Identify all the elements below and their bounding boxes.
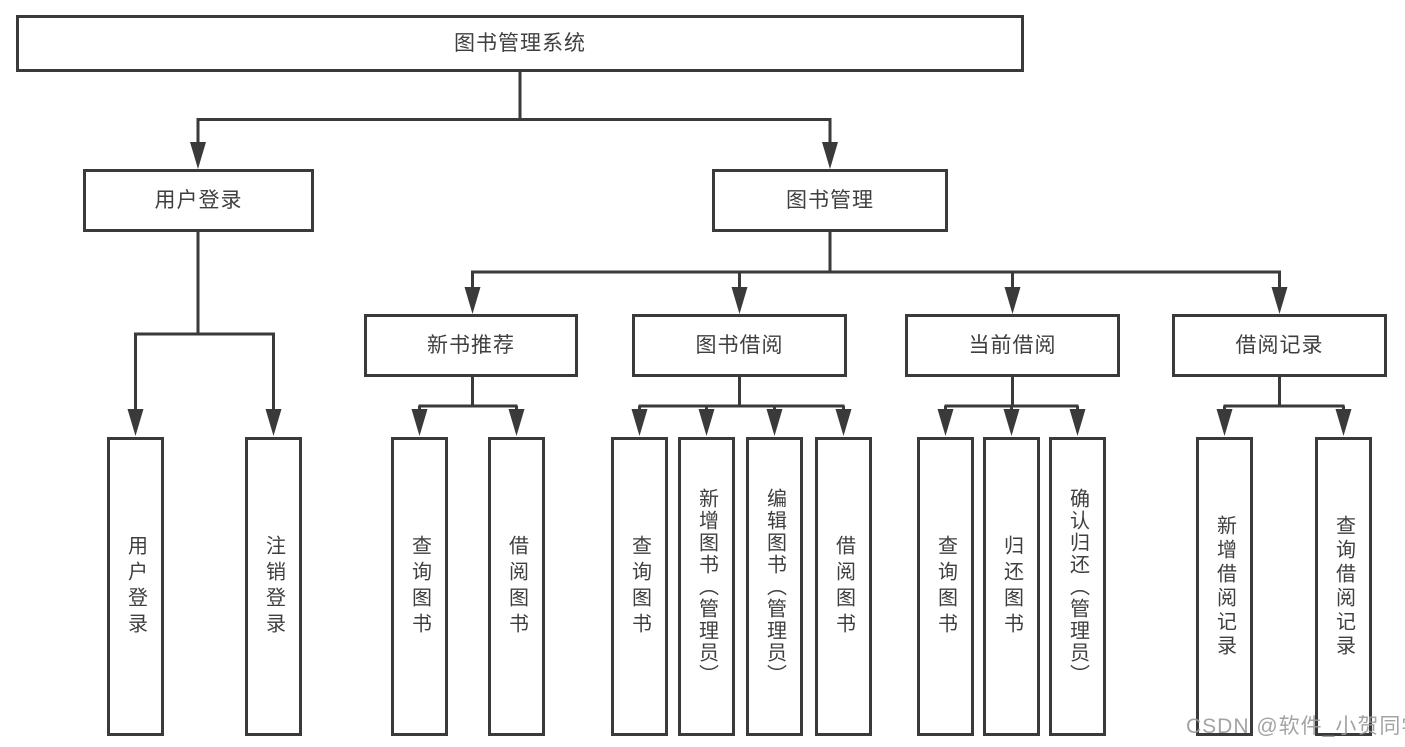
leaf-cb-return-book-label: 归还图书 <box>1000 534 1023 639</box>
node-book-borrow-label: 图书借阅 <box>695 333 784 357</box>
node-book-borrow: 图书借阅 <box>632 314 847 377</box>
leaf-bb-add-book-admin: 新增图书（管理员） <box>678 437 735 736</box>
node-user-login: 用户登录 <box>83 169 314 232</box>
node-new-book-rec-label: 新书推荐 <box>427 333 515 357</box>
leaf-bb-edit-book-admin-label: 编辑图书（管理员） <box>763 487 786 686</box>
leaf-cb-confirm-return-admin-label: 确认归还（管理员） <box>1066 487 1089 686</box>
leaf-bb-edit-book-admin: 编辑图书（管理员） <box>746 437 803 736</box>
node-book-mgmt-label: 图书管理 <box>786 188 874 212</box>
leaf-bb-query-book: 查询图书 <box>611 437 668 736</box>
leaf-bb-query-book-label: 查询图书 <box>628 534 651 639</box>
leaf-nbr-query-book: 查询图书 <box>391 437 448 736</box>
leaf-bb-borrow-book: 借阅图书 <box>815 437 872 736</box>
leaf-nbr-query-book-label: 查询图书 <box>408 534 431 639</box>
node-borrow-record: 借阅记录 <box>1172 314 1387 377</box>
node-root-label: 图书管理系统 <box>454 31 586 55</box>
node-user-login-label: 用户登录 <box>154 188 243 212</box>
leaf-user-login-label: 用户登录 <box>124 534 147 639</box>
leaf-bb-add-book-admin-label: 新增图书（管理员） <box>695 487 718 686</box>
leaf-nbr-borrow-book-label: 借阅图书 <box>505 534 528 639</box>
leaf-br-query-record-label: 查询借阅记录 <box>1332 514 1355 659</box>
arrowheads <box>127 142 1352 436</box>
leaf-cb-return-book: 归还图书 <box>983 437 1040 736</box>
leaf-logout-label: 注销登录 <box>262 534 285 639</box>
leaf-user-login: 用户登录 <box>107 437 164 736</box>
leaf-logout: 注销登录 <box>245 437 302 736</box>
node-borrow-record-label: 借阅记录 <box>1235 333 1324 357</box>
node-new-book-rec: 新书推荐 <box>364 314 578 377</box>
leaf-cb-query-book-label: 查询图书 <box>934 534 957 639</box>
leaf-cb-confirm-return-admin: 确认归还（管理员） <box>1049 437 1106 736</box>
csdn-watermark: CSDN @软件_小贺同学 <box>1186 715 1405 738</box>
node-current-borrow: 当前借阅 <box>905 314 1120 377</box>
leaf-cb-query-book: 查询图书 <box>917 437 974 736</box>
leaf-br-add-record: 新增借阅记录 <box>1196 437 1253 736</box>
leaf-br-add-record-label: 新增借阅记录 <box>1213 514 1236 659</box>
leaf-nbr-borrow-book: 借阅图书 <box>488 437 545 736</box>
node-book-mgmt: 图书管理 <box>712 169 948 232</box>
node-root: 图书管理系统 <box>16 15 1024 72</box>
node-current-borrow-label: 当前借阅 <box>968 333 1057 357</box>
leaf-br-query-record: 查询借阅记录 <box>1315 437 1372 736</box>
leaf-bb-borrow-book-label: 借阅图书 <box>832 534 855 639</box>
